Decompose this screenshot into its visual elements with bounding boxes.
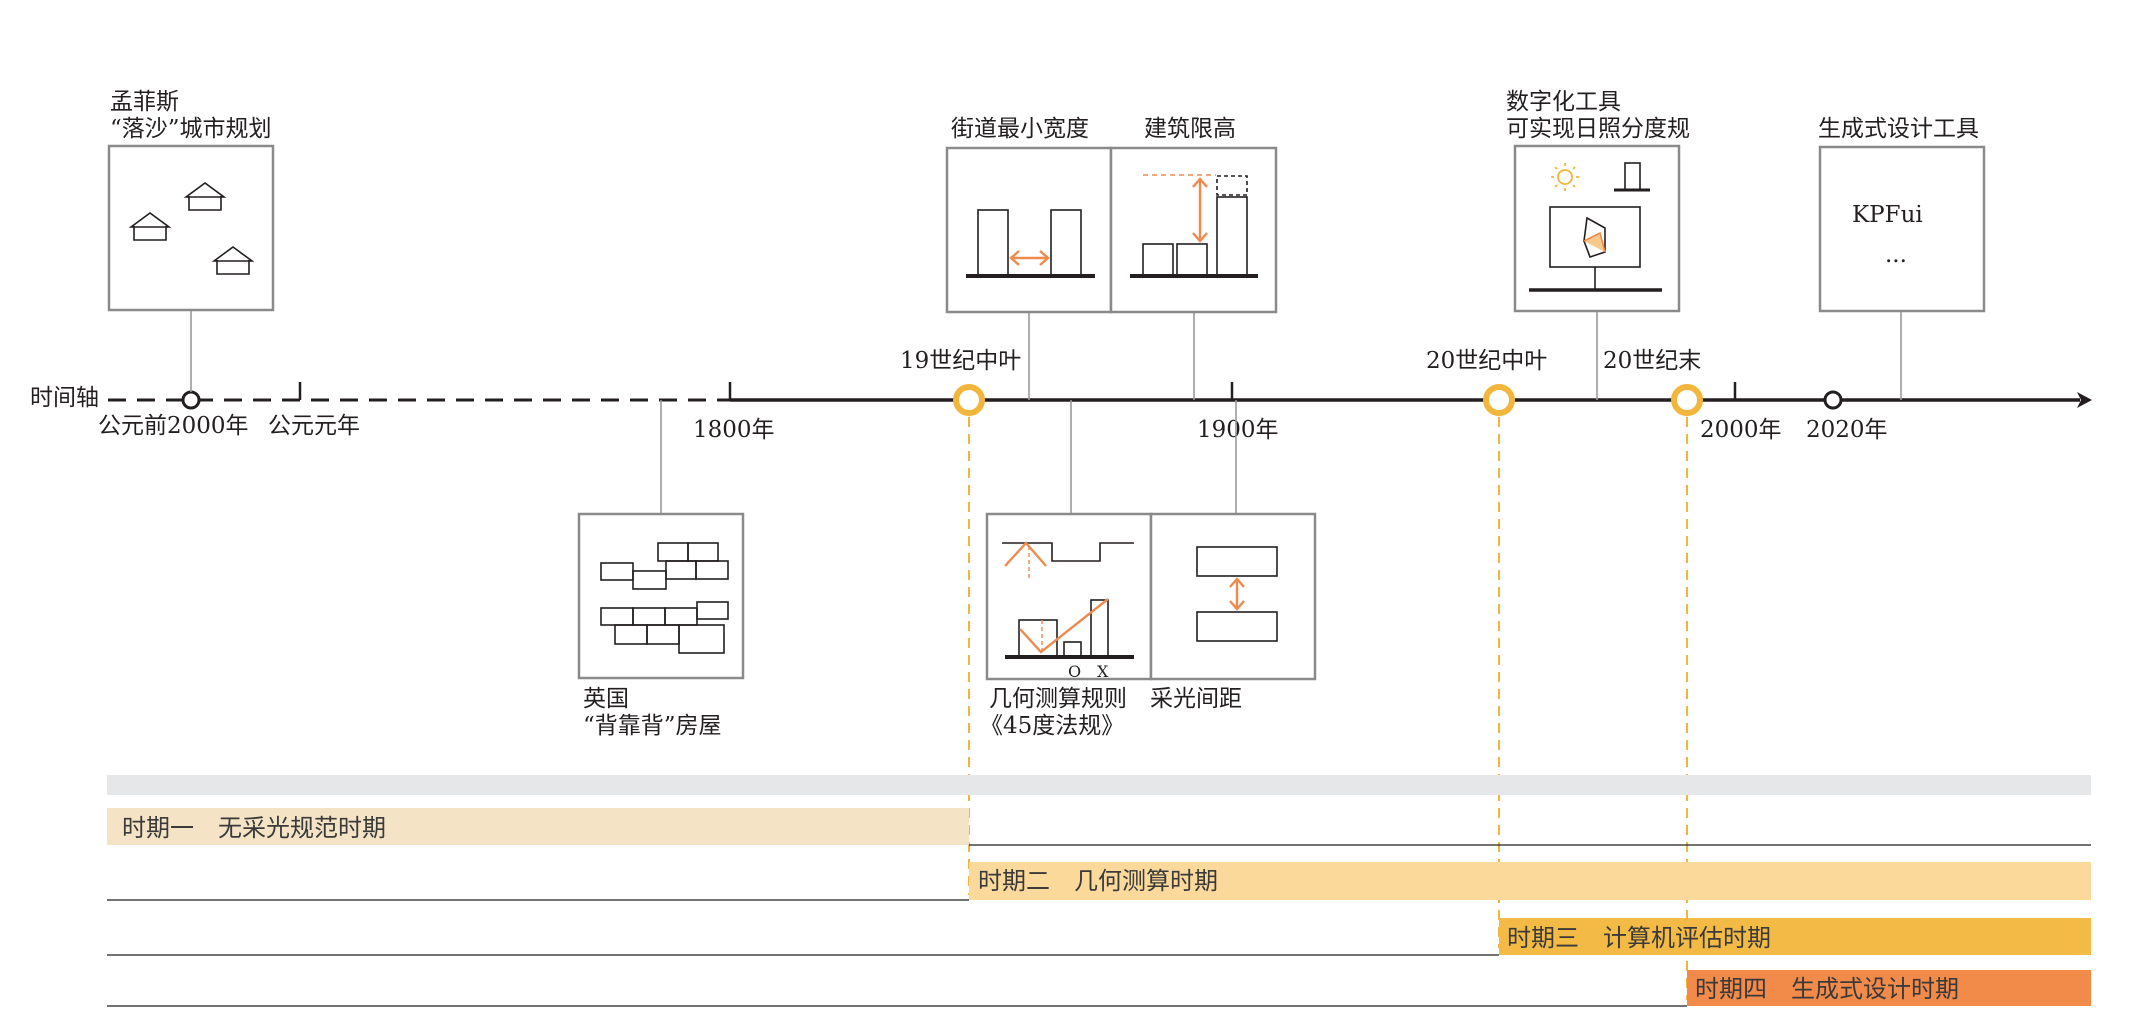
timeline-arrow-icon [2077,392,2092,408]
period-2-band [969,862,2091,900]
daylight-spacing-box [1149,512,1317,681]
tick-label: 公元元年 [268,413,360,439]
monitor-icon [1529,206,1662,292]
street-width-box [945,146,1113,314]
spacing-title: 采光间距 [1150,686,1242,712]
tick-label: 2020年 [1806,417,1888,443]
generative-tools-box: KPFui ... [1818,145,1986,313]
geometry-title-line2: 《45度法规》 [980,713,1124,739]
geometry-rule-box: O X [985,512,1153,681]
back-to-back-title-line2: “背靠背”房屋 [583,713,722,739]
street-title: 街道最小宽度 [951,116,1089,142]
event-dot [1823,390,1843,410]
ellipsis-text: ... [1885,242,1907,268]
tick-label: 1900年 [1197,417,1279,443]
height-title: 建筑限高 [1144,116,1236,142]
milestone-label: 20世纪中叶 [1426,348,1547,374]
event-dot [181,390,201,410]
house-icon [128,212,172,241]
generative-title: 生成式设计工具 [1818,116,1979,142]
arrow-right-icon [1039,250,1050,266]
milestone-dot [953,384,985,416]
house-icon [183,182,227,211]
axis-x-label: X [1097,662,1109,681]
height-limit-box [1109,146,1278,314]
arrow-up-icon [1192,177,1208,188]
row-houses-icon [600,542,729,654]
milestone-dot [1483,384,1515,416]
arrow-left-icon [1009,250,1020,266]
memphis-title-line1: 孟菲斯 [110,89,179,115]
period-3-band [1499,918,2091,955]
period-1-band [107,808,969,845]
milestone-dot [1671,384,1703,416]
kpfui-text: KPFui [1852,202,1923,228]
sun-icon [1551,163,1579,191]
arrow-down-icon [1229,600,1245,611]
tick-label: 公元前2000年 [98,413,249,439]
house-icon [211,246,255,275]
back-to-back-box [577,512,745,680]
memphis-box [107,144,275,312]
period-3-label: 时期三 计算机评估时期 [1507,924,1771,952]
period-4-band [1687,970,2091,1006]
arrow-up-icon [1229,577,1245,588]
arrow-down-icon [1192,232,1208,243]
building-icon [1614,162,1650,192]
milestone-label: 20世纪末 [1603,348,1701,374]
digital-tools-box [1513,144,1681,313]
period-1-label: 时期一 无采光规范时期 [122,814,386,842]
tick-label: 1800年 [693,417,775,443]
tick-label: 2000年 [1700,417,1782,443]
geometry-title-line1: 几何测算规则 [989,686,1127,712]
period-4-label: 时期四 生成式设计时期 [1695,975,1959,1003]
axis-label: 时间轴 [30,385,99,411]
axis-o-label: O [1068,662,1081,681]
period-2-label: 时期二 几何测算时期 [978,867,1218,895]
header-band [107,775,2091,795]
back-to-back-title-line1: 英国 [583,686,629,712]
memphis-title-line2: “落沙”城市规划 [110,116,272,142]
digital-title-line2: 可实现日照分度规 [1506,116,1690,142]
digital-title-line1: 数字化工具 [1506,89,1621,115]
milestone-label: 19世纪中叶 [900,348,1021,374]
